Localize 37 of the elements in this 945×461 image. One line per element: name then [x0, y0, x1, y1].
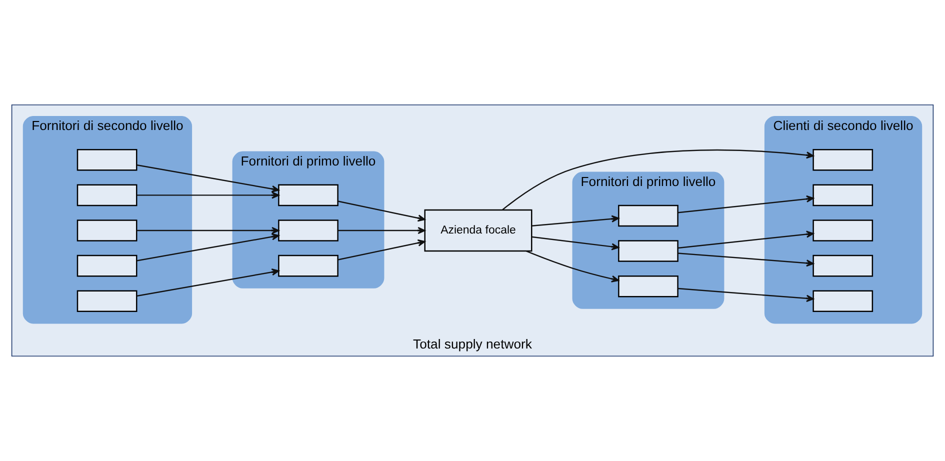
arrow: [678, 288, 814, 302]
arrow: [678, 252, 814, 267]
node-box: [812, 290, 874, 312]
arrow: [678, 195, 814, 214]
arrow: [532, 236, 620, 250]
arrow: [136, 233, 280, 262]
node-box: [278, 220, 338, 242]
node-box: [812, 149, 874, 171]
cluster: Fornitori di secondo livello: [22, 116, 192, 324]
node-box: [76, 254, 138, 277]
node-box: [618, 240, 678, 262]
node-box: [618, 275, 678, 298]
arrow: [532, 215, 620, 226]
arrow: [338, 226, 426, 234]
node-box: [812, 184, 874, 206]
cluster: Fornitori di primo livello: [232, 151, 384, 288]
arrow: [136, 192, 280, 199]
node-box: [618, 204, 678, 227]
cluster: Fornitori di primo livello: [572, 172, 724, 309]
arrow: [502, 149, 814, 210]
arrow: [136, 164, 280, 192]
node-box: [76, 220, 138, 242]
node-box: [278, 254, 338, 277]
node-box: [76, 149, 138, 171]
node-box: [812, 254, 874, 277]
node-box: [76, 184, 138, 206]
node-box: [278, 184, 338, 206]
cluster: Clienti di secondo livello: [764, 116, 922, 324]
arrow: [338, 239, 426, 260]
arrow: [338, 200, 426, 222]
node-box: [812, 220, 874, 242]
arrow: [136, 268, 280, 297]
node-box: [76, 290, 138, 312]
arrow: [136, 226, 280, 234]
arrow: [526, 250, 619, 282]
node-box: Azienda focale: [424, 209, 532, 252]
arrow: [678, 230, 814, 249]
